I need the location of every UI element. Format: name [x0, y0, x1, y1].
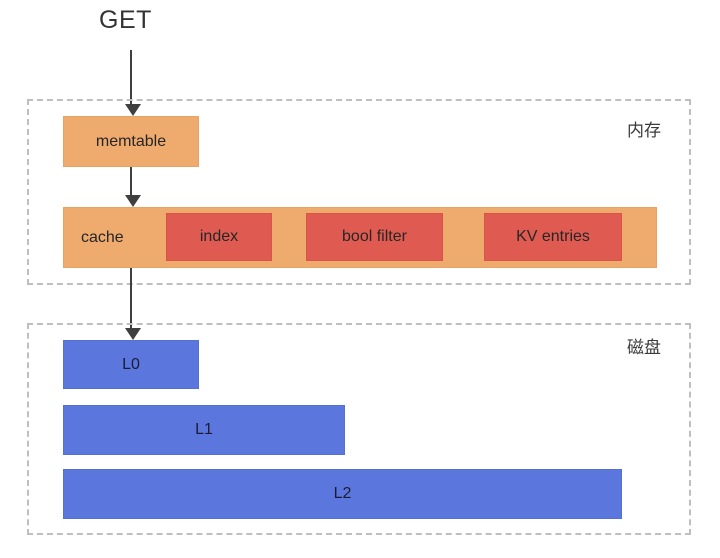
cache-bool-filter-box: bool filter [306, 213, 443, 261]
level-l1-box: L1 [63, 405, 345, 455]
get-request-label: GET [99, 6, 152, 34]
arrow-cache-to-l0 [125, 268, 141, 340]
cache-index-box: index [166, 213, 272, 261]
memtable-box: memtable [63, 116, 199, 167]
memory-zone [27, 99, 691, 285]
arrow-get-to-memtable [125, 50, 141, 116]
level-l2-box: L2 [63, 469, 622, 519]
arrow-memtable-to-cache [125, 167, 141, 207]
memory-zone-label: 内存 [627, 121, 661, 140]
disk-zone-label: 磁盘 [627, 338, 661, 357]
disk-zone [27, 323, 691, 535]
level-l0-box: L0 [63, 340, 199, 389]
cache-kv-entries-box: KV entries [484, 213, 622, 261]
